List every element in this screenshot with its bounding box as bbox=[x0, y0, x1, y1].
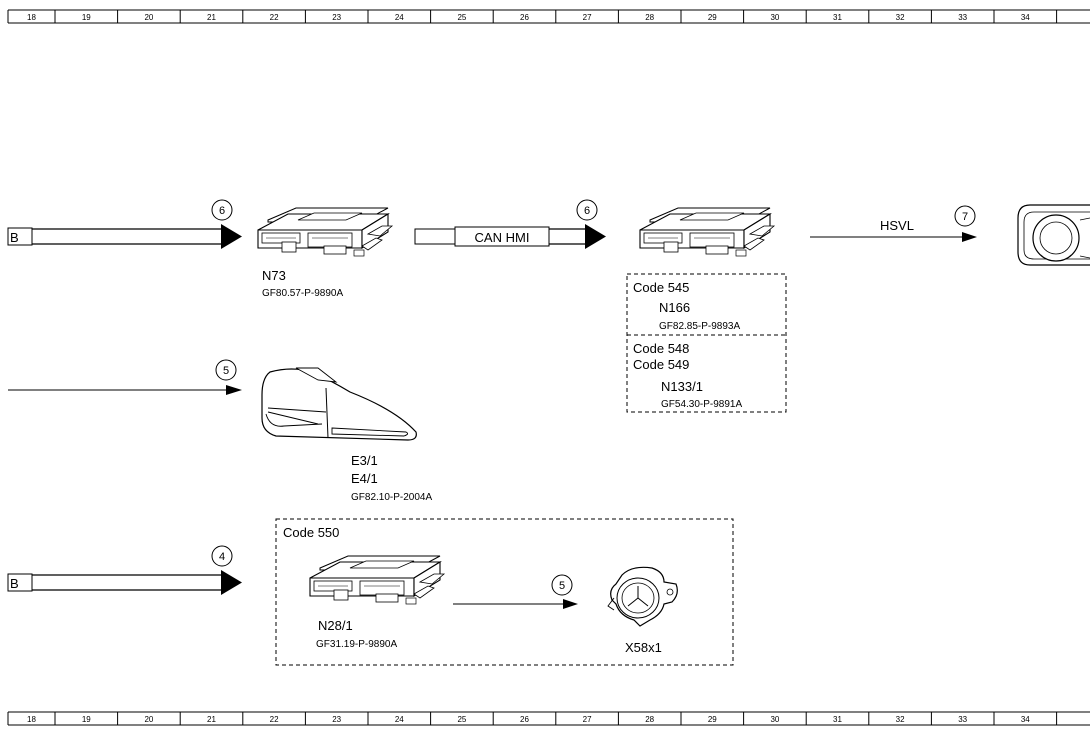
top-ruler-label: 27 bbox=[583, 13, 592, 22]
component-ref: GF54.30-P-9891A bbox=[661, 399, 742, 410]
code-options-box bbox=[626, 273, 787, 413]
top-ruler-label: 24 bbox=[395, 13, 404, 22]
bottom-ruler-label: 31 bbox=[833, 715, 842, 724]
marker-circle: 6 bbox=[576, 199, 598, 221]
top-ruler-label: 25 bbox=[457, 13, 466, 22]
connector-b-bottom[interactable]: B bbox=[7, 573, 33, 592]
socket-x58[interactable] bbox=[607, 566, 678, 627]
can-hmi-arrow: CAN HMI bbox=[414, 224, 606, 249]
bottom-ruler-label: 28 bbox=[645, 715, 654, 724]
marker-circle: 6 bbox=[211, 199, 233, 221]
component-name: E4/1 bbox=[351, 471, 378, 486]
bus-label-can-hmi: CAN HMI bbox=[475, 230, 530, 245]
connector-b-top[interactable]: B bbox=[7, 227, 33, 246]
arrow-to-tail-lamp bbox=[8, 385, 242, 395]
component-name: N166 bbox=[659, 300, 690, 315]
component-name: N28/1 bbox=[318, 618, 353, 633]
arrow-b-to-n73 bbox=[32, 224, 242, 249]
top-ruler: 18 19 20 21 22 23 24 25 26 27 28 29 30 31 32 33 34 bbox=[7, 9, 1090, 24]
svg-text:7: 7 bbox=[962, 211, 968, 223]
bottom-ruler-label: 20 bbox=[144, 715, 153, 724]
code-label: Code 549 bbox=[633, 357, 689, 372]
component-ref: GF82.10-P-2004A bbox=[351, 492, 432, 503]
bottom-ruler-label: 34 bbox=[1021, 715, 1030, 724]
connector-label: B bbox=[10, 230, 19, 245]
top-ruler-label: 29 bbox=[708, 13, 717, 22]
code-label: Code 550 bbox=[283, 525, 339, 540]
bottom-ruler-label: 25 bbox=[457, 715, 466, 724]
top-ruler-label: 26 bbox=[520, 13, 529, 22]
component-ref: GF82.85-P-9893A bbox=[659, 321, 740, 332]
svg-text:4: 4 bbox=[219, 551, 225, 563]
bottom-ruler-label: 19 bbox=[82, 715, 91, 724]
top-ruler-label: 30 bbox=[770, 13, 779, 22]
top-ruler-label: 20 bbox=[144, 13, 153, 22]
bottom-ruler-label: 30 bbox=[770, 715, 779, 724]
svg-text:5: 5 bbox=[559, 580, 565, 592]
marker-circle: 5 bbox=[215, 359, 237, 381]
top-ruler-label: 22 bbox=[270, 13, 279, 22]
bottom-ruler-label: 21 bbox=[207, 715, 216, 724]
top-ruler-label: 21 bbox=[207, 13, 216, 22]
code-label: Code 548 bbox=[633, 341, 689, 356]
top-ruler-label: 18 bbox=[27, 13, 36, 22]
component-name: N73 bbox=[262, 268, 286, 283]
bottom-ruler-label: 26 bbox=[520, 715, 529, 724]
svg-text:5: 5 bbox=[223, 365, 229, 377]
marker-circle: 4 bbox=[211, 545, 233, 567]
connector-label: B bbox=[10, 576, 19, 591]
bottom-ruler-label: 29 bbox=[708, 715, 717, 724]
top-ruler-label: 28 bbox=[645, 13, 654, 22]
bottom-ruler-label: 23 bbox=[332, 715, 341, 724]
hsvl-arrow: HSVL bbox=[810, 218, 977, 242]
svg-text:6: 6 bbox=[219, 205, 225, 217]
component-ref: GF31.19-P-9890A bbox=[316, 639, 397, 650]
top-ruler-label: 33 bbox=[958, 13, 967, 22]
ecu-n28[interactable] bbox=[309, 555, 445, 605]
bottom-ruler-label: 24 bbox=[395, 715, 404, 724]
ecu-n166[interactable] bbox=[639, 207, 775, 257]
bottom-ruler-label: 27 bbox=[583, 715, 592, 724]
arrow-n28-to-x58 bbox=[453, 599, 578, 609]
marker-circle: 5 bbox=[551, 574, 573, 596]
top-ruler-label: 23 bbox=[332, 13, 341, 22]
arrow-b-to-n28 bbox=[32, 570, 242, 595]
svg-text:6: 6 bbox=[584, 205, 590, 217]
bottom-ruler-label: 22 bbox=[270, 715, 279, 724]
ecu-n73[interactable] bbox=[257, 207, 393, 257]
component-name: N133/1 bbox=[661, 379, 703, 394]
component-ref: GF80.57-P-9890A bbox=[262, 288, 343, 299]
component-name: X58x1 bbox=[625, 640, 662, 655]
tail-lamp[interactable] bbox=[261, 367, 417, 441]
bottom-ruler-label: 32 bbox=[896, 715, 905, 724]
component-name: E3/1 bbox=[351, 453, 378, 468]
bottom-ruler-label: 18 bbox=[27, 715, 36, 724]
marker-circle: 7 bbox=[954, 205, 976, 227]
bus-label-hsvl: HSVL bbox=[880, 218, 914, 233]
code-label: Code 545 bbox=[633, 280, 689, 295]
top-ruler-label: 19 bbox=[82, 13, 91, 22]
bottom-ruler: 18 19 20 21 22 23 24 25 26 27 28 29 30 31 32 33 34 bbox=[7, 711, 1090, 726]
top-ruler-label: 34 bbox=[1021, 13, 1030, 22]
bottom-ruler-label: 33 bbox=[958, 715, 967, 724]
top-ruler-label: 32 bbox=[896, 13, 905, 22]
top-ruler-label: 31 bbox=[833, 13, 842, 22]
partial-headlamp[interactable] bbox=[1017, 204, 1090, 266]
